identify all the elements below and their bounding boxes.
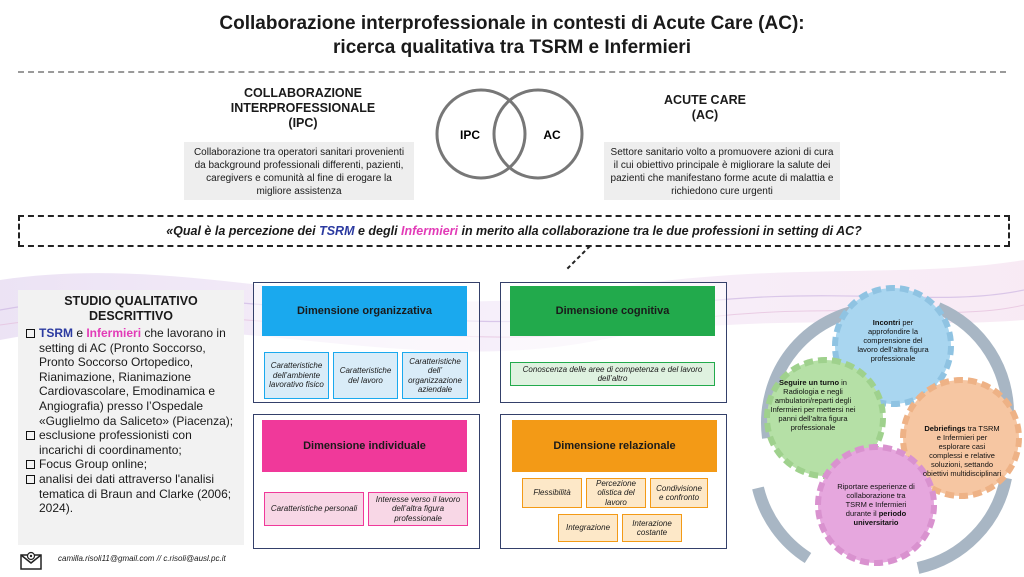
study-title-line-2: DESCRITTIVO	[88, 309, 174, 323]
question-infermieri: Infermieri	[401, 224, 458, 238]
venn-ac-label: AC	[543, 128, 561, 142]
ac-heading-line-1: ACUTE CARE	[664, 93, 746, 107]
ipc-heading: COLLABORAZIONE INTERPROFESSIONALE (IPC)	[198, 86, 408, 131]
study-item-exclusion: esclusione professionisti con incarichi …	[26, 428, 236, 457]
header-divider	[18, 71, 1006, 73]
title-line-2: ricerca qualitativa tra TSRM e Infermier…	[333, 37, 691, 58]
dimension-organizzativa-title: Dimensione organizzativa	[262, 286, 467, 336]
tag-rel-condivisione: Condivisione e confronto	[650, 478, 708, 508]
dimension-cognitiva-title: Dimensione cognitiva	[510, 286, 715, 336]
checkbox-bullet-icon	[26, 329, 35, 338]
cycle-turno-bold: Seguire un turno	[779, 378, 840, 387]
ac-definition: Settore sanitario volto a promuovere azi…	[604, 142, 840, 200]
title-line-1: Collaborazione interprofessionale in con…	[219, 13, 805, 34]
study-item-tsrm: TSRM	[39, 326, 73, 340]
question-tsrm: TSRM	[319, 224, 355, 238]
study-item-focus-group: Focus Group online;	[26, 457, 236, 472]
study-item-infermieri: Infermieri	[86, 326, 142, 340]
research-question: «Qual è la percezione dei TSRM e degli I…	[18, 215, 1010, 247]
ac-heading-line-2: (AC)	[691, 108, 719, 122]
tag-rel-flessibilita: Flessibilità	[522, 478, 582, 508]
checkbox-bullet-icon	[26, 460, 35, 470]
tag-org-azienda: Caratteristiche dell’ organizzazione azi…	[402, 352, 468, 399]
question-middle: e degli	[354, 224, 402, 238]
cycle-text-esperienze: Riportare esperienze di collaborazione t…	[836, 482, 916, 527]
study-item-focus-group-text: Focus Group online;	[39, 457, 148, 472]
question-prefix: «Qual è la percezione dei	[166, 224, 320, 238]
study-title-line-1: STUDIO QUALITATIVO	[64, 294, 198, 308]
envelope-at-icon	[20, 551, 42, 570]
ac-circle	[492, 88, 584, 180]
ipc-circle	[435, 88, 527, 180]
tag-org-lavoro: Caratteristiche del lavoro	[333, 352, 398, 399]
tag-org-ambiente: Caratteristiche dell’ambiente lavorativo…	[264, 352, 329, 399]
cycle-debrief-bold: Debriefings	[924, 424, 966, 433]
ipc-ac-venn-diagram: IPC AC	[435, 88, 584, 180]
tag-rel-percezione: Percezione olistica del lavoro	[586, 478, 646, 508]
cycle-arrow-bottom-left	[752, 486, 812, 564]
dimension-individuale-title: Dimensione individuale	[262, 420, 467, 472]
cycle-text-debriefings: Debriefings tra TSRM e Infermieri per es…	[922, 424, 1002, 478]
cycle-text-incontri: Incontri per approfondire la comprension…	[855, 318, 931, 363]
study-item-exclusion-text: esclusione professionisti con incarichi …	[39, 428, 192, 457]
question-connector	[565, 245, 591, 271]
ac-heading: ACUTE CARE (AC)	[620, 93, 790, 123]
study-item-participants-text: che lavorano in setting di AC (Pronto So…	[39, 326, 234, 428]
tag-ind-interesse: Interesse verso il lavoro dell’altra fig…	[368, 492, 468, 526]
checkbox-bullet-icon	[26, 431, 35, 441]
cycle-incontri-rest: per approfondire la comprensione del lav…	[857, 318, 929, 363]
gear-debriefings	[900, 377, 1022, 499]
cycle-esperienze-rest: Riportare esperienze di collaborazione t…	[837, 482, 915, 518]
gear-esperienze	[815, 444, 937, 566]
study-title: STUDIO QUALITATIVO DESCRITTIVO	[26, 294, 236, 324]
tag-rel-integrazione: Integrazione	[558, 514, 618, 542]
study-list: TSRM e Infermieri che lavorano in settin…	[26, 326, 236, 516]
cycle-arrow-bottom-right	[916, 476, 1012, 574]
study-item-analysis: analisi dei dati attraverso l'analisi te…	[26, 472, 236, 516]
venn-ipc-label: IPC	[460, 128, 480, 142]
tag-rel-interazione: Interazione costante	[622, 514, 682, 542]
ipc-heading-line-1: COLLABORAZIONE	[243, 86, 363, 100]
checkbox-bullet-icon	[26, 474, 35, 484]
poster-title: Collaborazione interprofessionale in con…	[0, 12, 1024, 60]
study-item-conj: e	[73, 326, 87, 340]
contact-email: camilla.risoli11@gmail.com // c.risoli@a…	[58, 554, 226, 563]
study-item-analysis-text: analisi dei dati attraverso l'analisi te…	[39, 471, 232, 516]
ipc-heading-line-3: (IPC)	[288, 116, 318, 130]
study-item-participants: TSRM e Infermieri che lavorano in settin…	[26, 326, 236, 428]
study-design-box: STUDIO QUALITATIVO DESCRITTIVO TSRM e In…	[18, 290, 244, 545]
ipc-definition: Collaborazione tra operatori sanitari pr…	[184, 142, 414, 200]
tag-cog-conoscenza: Conoscenza delle aree di competenza e de…	[510, 362, 715, 386]
tag-ind-personali: Caratteristiche personali	[264, 492, 364, 526]
cycle-turno-rest: in Radiologia e negli ambulatori/reparti…	[770, 378, 856, 432]
cycle-debrief-rest: tra TSRM e Infermieri per esplorare casi…	[922, 424, 1002, 478]
cycle-esperienze-bold: periodo universitario	[853, 509, 907, 527]
question-suffix: in merito alla collaborazione tra le due…	[458, 224, 862, 238]
cycle-incontri-bold: Incontri	[872, 318, 901, 327]
dimension-relazionale-title: Dimensione relazionale	[512, 420, 717, 472]
proposals-cycle	[752, 285, 1022, 574]
ipc-heading-line-2: INTERPROFESSIONALE	[230, 101, 376, 115]
cycle-text-turno: Seguire un turno in Radiologia e negli a…	[770, 378, 856, 432]
